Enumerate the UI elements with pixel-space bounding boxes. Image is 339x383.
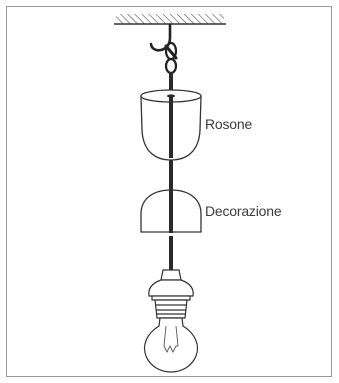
rosone-canopy [141, 90, 201, 160]
rosone-label: Rosone [205, 116, 252, 132]
ceiling-hook [151, 25, 176, 73]
decorazione-shade [141, 190, 201, 233]
ceiling [114, 14, 226, 24]
decorazione-label: Decorazione [205, 203, 281, 219]
light-bulb [145, 318, 198, 372]
lamp-holder [149, 270, 193, 318]
